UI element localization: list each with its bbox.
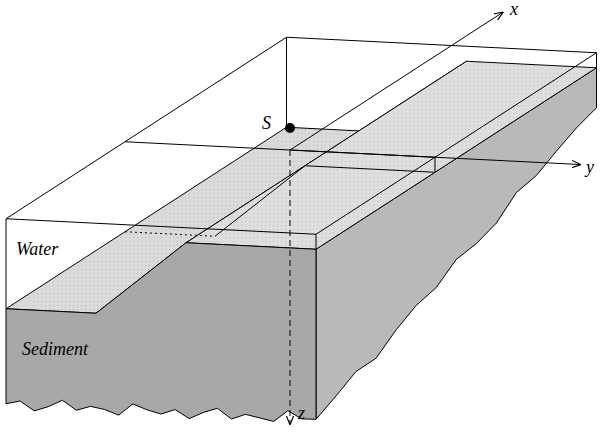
source-label: S: [262, 114, 271, 134]
water-edge: [286, 37, 287, 127]
axis-label: y: [586, 158, 594, 178]
source-point: [285, 123, 295, 133]
water-edge: [6, 219, 7, 309]
sediment-front-face: [6, 243, 316, 422]
region-label: Water: [16, 240, 58, 260]
x-axis: [290, 13, 503, 151]
axis-label: z: [298, 404, 305, 424]
z-axis: [290, 150, 291, 424]
water-edge: [435, 157, 436, 172]
section-line: [215, 166, 305, 237]
y-axis: [290, 150, 580, 165]
shelf-top: [186, 61, 597, 249]
hidden-section-line: [125, 232, 215, 237]
region-label: Sediment: [22, 340, 88, 360]
shelf-top-texture: [186, 61, 597, 249]
section-line: [305, 166, 435, 173]
water-edge: [316, 234, 317, 249]
axis-label: x: [510, 0, 518, 20]
water-edge: [596, 53, 597, 68]
water-surface: [6, 37, 597, 234]
